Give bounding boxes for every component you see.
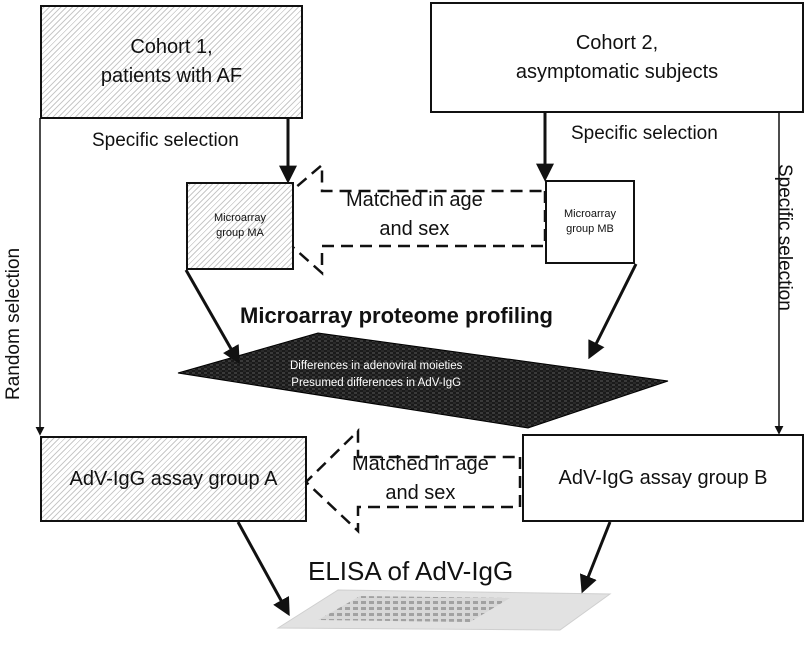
microarray-group-ma-box: Microarray group MA <box>186 182 294 270</box>
groupa-to-elisa-arrow <box>236 521 290 617</box>
microarray-group-mb-box: Microarray group MB <box>545 180 635 264</box>
matched-bottom-line2: and sex <box>385 482 456 504</box>
differences-line2: Presumed differences in AdV-IgG <box>291 376 462 389</box>
matched-bottom-label: Matched in age and sex <box>352 450 489 508</box>
assay-group-b-label: AdV-IgG assay group B <box>558 466 768 489</box>
assay-group-a-label: AdV-IgG assay group A <box>69 467 278 490</box>
cohort1-box: Cohort 1, patients with AF <box>40 5 303 119</box>
group-mb-line2: group MB <box>566 223 614 235</box>
assay-group-b-box: AdV-IgG assay group B <box>522 434 804 522</box>
specific-selection-left-label: Specific selection <box>92 130 239 151</box>
cohort1-line1: Cohort 1, <box>130 36 213 58</box>
matched-top-line1: Matched in age <box>346 189 483 211</box>
ma-to-profiling-arrow <box>184 269 240 365</box>
specific-selection-right-label: Specific selection <box>571 123 718 144</box>
cohort2-box: Cohort 2, asymptomatic subjects <box>430 2 804 113</box>
elisa-title: ELISA of AdV-IgG <box>308 556 514 586</box>
matched-arrow-bottom <box>304 428 522 534</box>
specific-selection-vertical-label: Specific selection <box>774 164 795 311</box>
differences-text: Differences in adenoviral moieties Presu… <box>290 358 462 391</box>
group-ma-line2: group MA <box>216 227 264 239</box>
assay-group-a-box: AdV-IgG assay group A <box>40 436 307 522</box>
group-mb-line1: Microarray <box>564 208 616 221</box>
group-ma-line1: Microarray <box>214 212 266 225</box>
elisa-wells-image <box>318 596 510 622</box>
random-selection-vertical-label: Random selection <box>3 247 24 400</box>
cohort2-line1: Cohort 2, <box>575 31 659 54</box>
groupb-to-elisa-arrow <box>579 521 612 594</box>
matched-bottom-line1: Matched in age <box>352 453 489 475</box>
microarray-slide-image <box>177 332 669 429</box>
mb-to-profiling-arrow <box>588 263 638 360</box>
differences-line1: Differences in adenoviral moieties <box>290 360 463 372</box>
cohort1-line2: patients with AF <box>100 65 243 87</box>
microarray-profiling-title: Microarray proteome profiling <box>240 303 553 328</box>
cohort2-line2: asymptomatic subjects <box>515 60 719 83</box>
matched-top-line2: and sex <box>379 218 450 240</box>
matched-top-label: Matched in age and sex <box>346 186 483 244</box>
